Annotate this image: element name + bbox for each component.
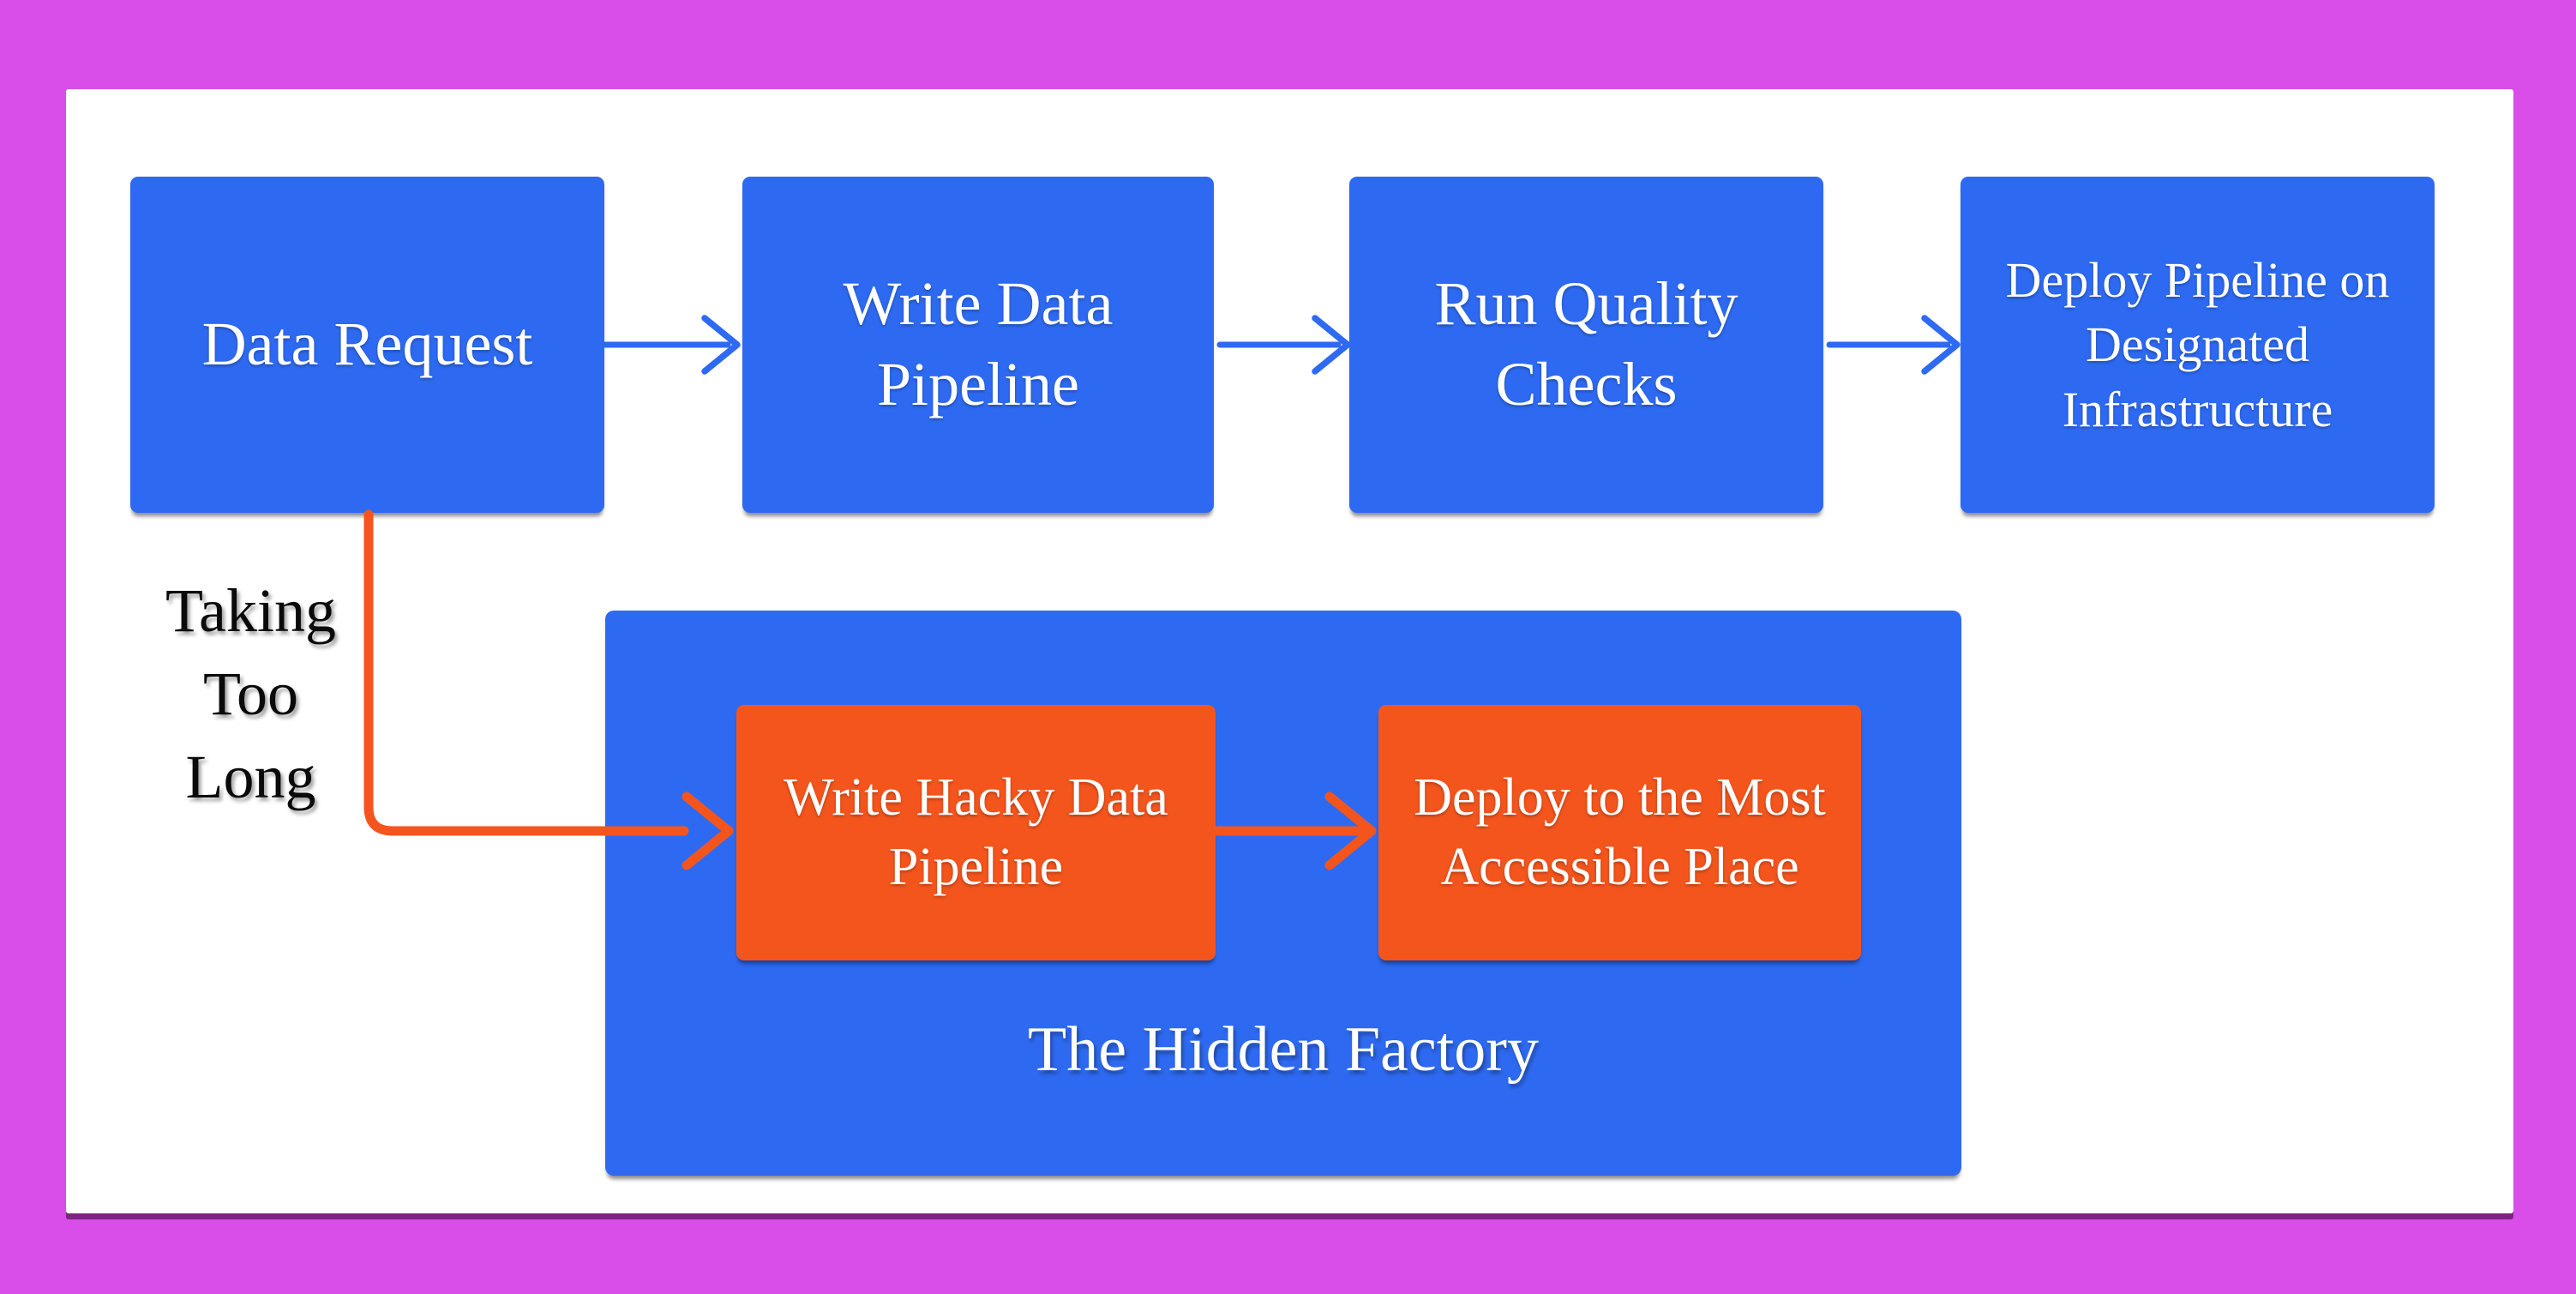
- node-write-data-pipeline-label: Write Data Pipeline: [843, 269, 1114, 418]
- condition-label-taking-too-long: Taking Too Long: [165, 576, 336, 812]
- node-data-request: Data Request: [130, 177, 604, 513]
- hidden-factory-caption: The Hidden Factory: [1028, 1014, 1539, 1085]
- node-deploy-pipeline-infrastructure-label: Deploy Pipeline on Designated Infrastruc…: [2005, 251, 2390, 437]
- node-run-quality-checks-label: Run Quality Checks: [1434, 269, 1738, 418]
- node-deploy-pipeline-infrastructure: Deploy Pipeline on Designated Infrastruc…: [1961, 177, 2435, 513]
- node-run-quality-checks: Run Quality Checks: [1349, 177, 1823, 513]
- node-write-hacky-data-pipeline: Write Hacky Data Pipeline: [736, 705, 1216, 960]
- node-write-hacky-data-pipeline-label: Write Hacky Data Pipeline: [784, 768, 1168, 896]
- node-write-data-pipeline: Write Data Pipeline: [742, 177, 1214, 513]
- node-data-request-label: Data Request: [201, 310, 533, 379]
- node-deploy-most-accessible-place: Deploy to the Most Accessible Place: [1378, 705, 1861, 960]
- node-deploy-most-accessible-place-label: Deploy to the Most Accessible Place: [1414, 768, 1826, 896]
